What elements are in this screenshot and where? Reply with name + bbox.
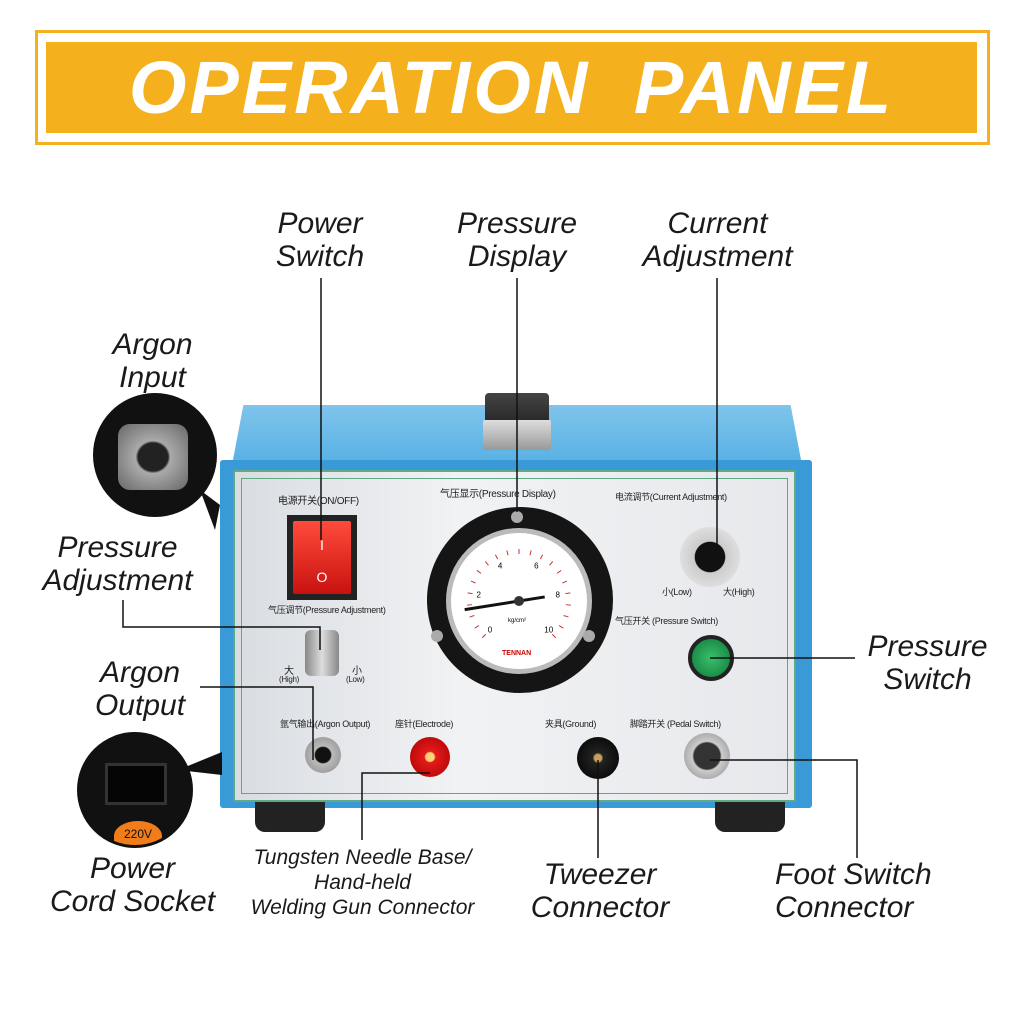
pressure-switch-button[interactable] bbox=[688, 635, 734, 681]
pressure-adjustment-knob[interactable] bbox=[305, 630, 339, 676]
pressure-high-cn: 大 bbox=[284, 666, 294, 677]
pressure-gauge bbox=[446, 528, 592, 674]
page-title: OPERATION PANEL bbox=[128, 46, 895, 129]
panel-label-pressure-adjustment: 气压调节(Pressure Adjustment) bbox=[268, 605, 386, 615]
panel-label-pedal: 脚踏开关 (Pedal Switch) bbox=[630, 719, 721, 729]
panel-label-pressure-switch: 气压开关 (Pressure Switch) bbox=[615, 616, 718, 626]
title-banner: OPERATION PANEL bbox=[35, 30, 990, 145]
handle-plate bbox=[483, 420, 551, 450]
pressure-low-cn: 小 bbox=[352, 666, 362, 677]
machine-foot-left bbox=[255, 802, 325, 832]
current-low-label: 小(Low) bbox=[662, 587, 692, 597]
panel-label-power: 电源开关(ON/OFF) bbox=[278, 496, 359, 507]
argon-input-callout bbox=[93, 393, 217, 517]
power-cord-socket-callout: 220V bbox=[77, 732, 193, 848]
pressure-low-en: (Low) bbox=[346, 675, 365, 684]
pedal-switch-connector[interactable] bbox=[684, 733, 730, 779]
switch-off-mark: O bbox=[316, 569, 328, 585]
pressure-high-en: (High) bbox=[279, 675, 299, 684]
argon-output-port[interactable] bbox=[305, 737, 341, 773]
panel-label-current: 电流调节(Current Adjustment) bbox=[615, 492, 727, 502]
switch-on-mark: I bbox=[320, 537, 324, 553]
electrode-connector[interactable] bbox=[410, 737, 450, 777]
panel-label-electrode: 座针(Electrode) bbox=[395, 719, 454, 729]
panel-label-pressure-display: 气压显示(Pressure Display) bbox=[440, 489, 556, 500]
current-adjustment-knob[interactable] bbox=[680, 527, 740, 587]
machine-foot-right bbox=[715, 802, 785, 832]
current-high-label: 大(High) bbox=[723, 587, 755, 597]
panel-label-ground: 夹具(Ground) bbox=[545, 719, 597, 729]
voltage-label: 220V bbox=[114, 821, 162, 845]
ground-connector[interactable] bbox=[577, 737, 619, 779]
panel-label-argon-output: 氩气输出(Argon Output) bbox=[280, 719, 371, 729]
